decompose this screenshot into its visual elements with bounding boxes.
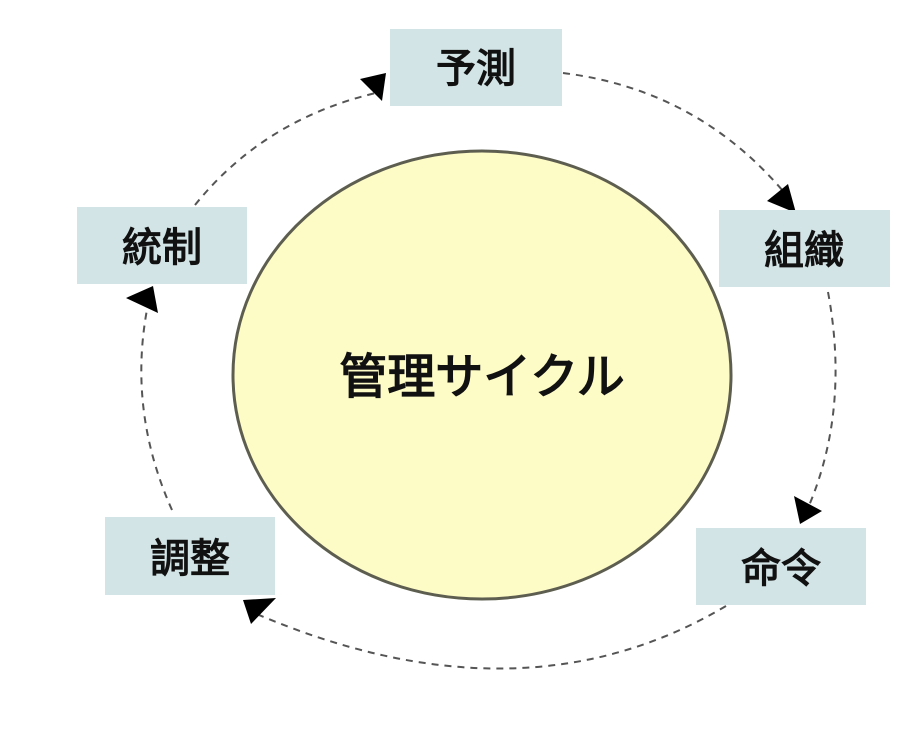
step-box — [105, 517, 275, 595]
step-forecast: 予測 — [390, 29, 562, 106]
arrowhead-to-command — [794, 496, 822, 524]
arrowhead-to-coordination — [243, 598, 276, 624]
connector-control-to-forecast — [194, 91, 381, 206]
step-label: 予測 — [436, 46, 516, 92]
connector-forecast-to-organization — [562, 72, 789, 198]
management-cycle-ellipse — [231, 149, 733, 601]
center-label: 管理サイクル — [339, 349, 625, 405]
step-coordination: 調整 — [105, 517, 275, 595]
connector-coordination-to-control — [140, 294, 173, 511]
step-label: 調整 — [150, 536, 230, 582]
step-control: 統制 — [77, 207, 247, 284]
step-label: 組織 — [764, 228, 844, 274]
connector-command-to-coordination — [251, 605, 727, 670]
step-label: 統制 — [122, 225, 202, 271]
step-box — [696, 528, 866, 605]
cycle-connectors — [140, 72, 837, 670]
arrowhead-to-control — [126, 286, 158, 313]
arrowhead-to-forecast — [360, 73, 386, 101]
step-box — [719, 210, 890, 287]
step-box — [390, 29, 562, 106]
step-label: 命令 — [741, 546, 822, 592]
step-box — [77, 207, 247, 284]
arrowhead-to-organization — [767, 184, 796, 213]
cycle-arrowheads — [126, 73, 822, 624]
step-organization: 組織 — [719, 210, 890, 287]
step-command: 命令 — [696, 528, 866, 605]
connector-organization-to-command — [807, 291, 837, 509]
